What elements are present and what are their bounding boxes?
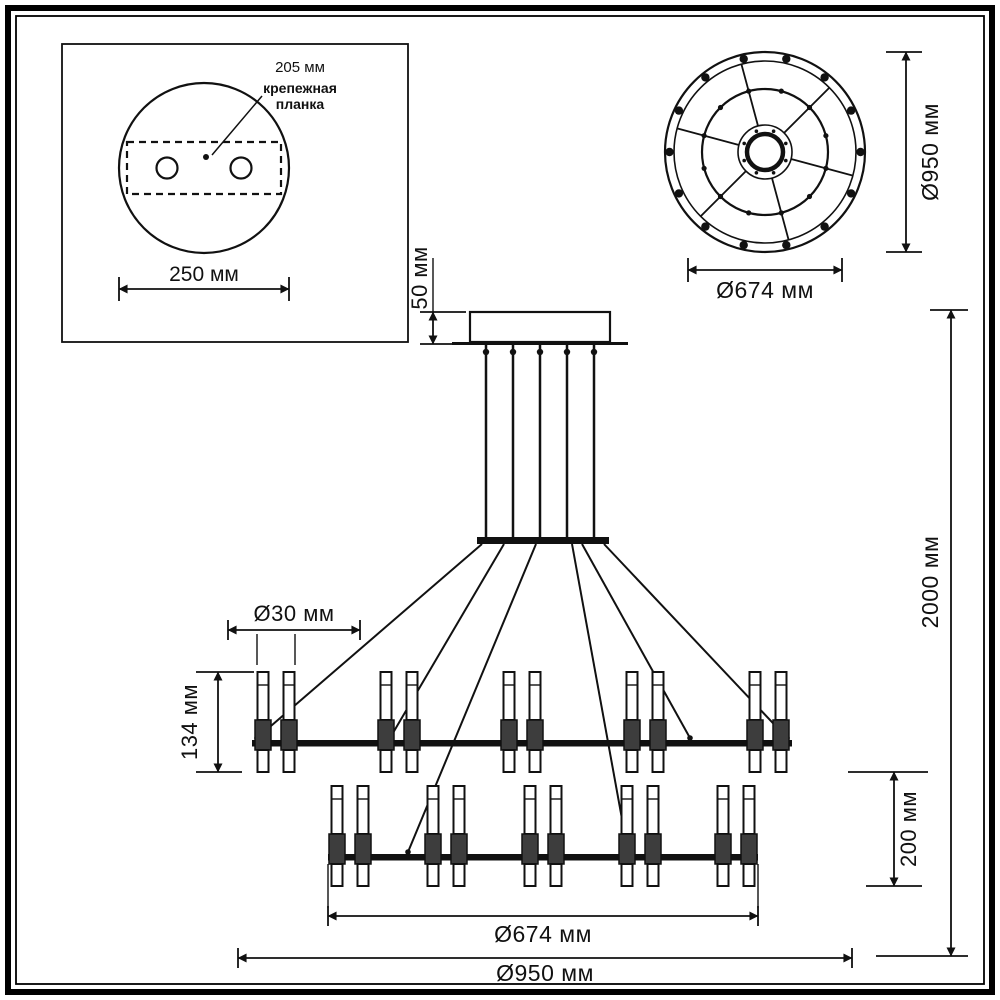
dim-tier-gap-200: 200 мм [848, 771, 928, 887]
lower-tier-bar [328, 854, 758, 861]
bracket-leader-line [211, 95, 263, 156]
dim-topview-950-label: Ø950 мм [917, 103, 943, 201]
bracket-name-line1: крепежная [263, 80, 337, 96]
mounting-bracket-outline [125, 140, 283, 196]
dim-lamp-height-label: 134 мм [177, 684, 202, 760]
mount-detail-view: 205 мм крепежная планка 250 мм [61, 43, 409, 343]
bracket-name-line2: планка [276, 96, 325, 112]
bracket-center-point [203, 154, 209, 160]
inner-ring [700, 87, 830, 217]
dim-canopy-height-label: 50 мм [407, 246, 432, 309]
dim-lower-ring-674: Ø674 мм [327, 864, 759, 947]
page-frame [5, 5, 995, 995]
spreader-flange [477, 537, 609, 544]
side-view: 50 мм Ø30 мм 134 мм 200 мм [177, 246, 968, 986]
bracket-hole-left [155, 156, 179, 180]
suspension-cables [256, 543, 788, 853]
lower-tier-lamps [328, 785, 758, 887]
dim-total-height-2000: 2000 мм [876, 309, 968, 957]
ceiling-canopy [468, 310, 612, 344]
dim-lamp-height-134: 134 мм [177, 671, 254, 773]
dim-lamp-diameter-label: Ø30 мм [254, 601, 335, 626]
dim-topview-674-label: Ø674 мм [716, 277, 814, 303]
dim-lamp-diameter-30: Ø30 мм [227, 601, 361, 665]
top-view: Ø950 мм Ø674 мм [663, 50, 943, 303]
outer-ring [663, 50, 867, 254]
upper-tier-lamps [254, 671, 790, 773]
rod-top-balls [482, 348, 598, 356]
canopy-circle [117, 81, 291, 255]
center-hub [737, 124, 793, 180]
dim-canopy-height-50: 50 мм [407, 246, 466, 345]
dim-lower-ring-label: Ø674 мм [494, 921, 592, 947]
upper-tier-bar [252, 740, 792, 747]
dim-canopy-label: 250 мм [169, 263, 239, 286]
outer-ring-inner-edge [673, 60, 857, 244]
dim-canopy-250: 250 мм [118, 263, 290, 301]
dim-outer-ring-950: Ø950 мм [237, 948, 853, 986]
dim-topview-950: Ø950 мм [886, 51, 943, 253]
dim-total-height-label: 2000 мм [917, 536, 943, 629]
spokes [676, 63, 854, 241]
dim-topview-674: Ø674 мм [687, 258, 843, 303]
outer-ring-bulbs [665, 54, 865, 250]
dim-bracket-label: 205 мм [275, 59, 325, 76]
suspension-rods [484, 345, 596, 538]
dim-outer-ring-label: Ø950 мм [496, 960, 594, 986]
dim-tier-gap-label: 200 мм [896, 791, 921, 867]
bracket-hole-right [229, 156, 253, 180]
inner-ring-bulbs [701, 88, 829, 216]
